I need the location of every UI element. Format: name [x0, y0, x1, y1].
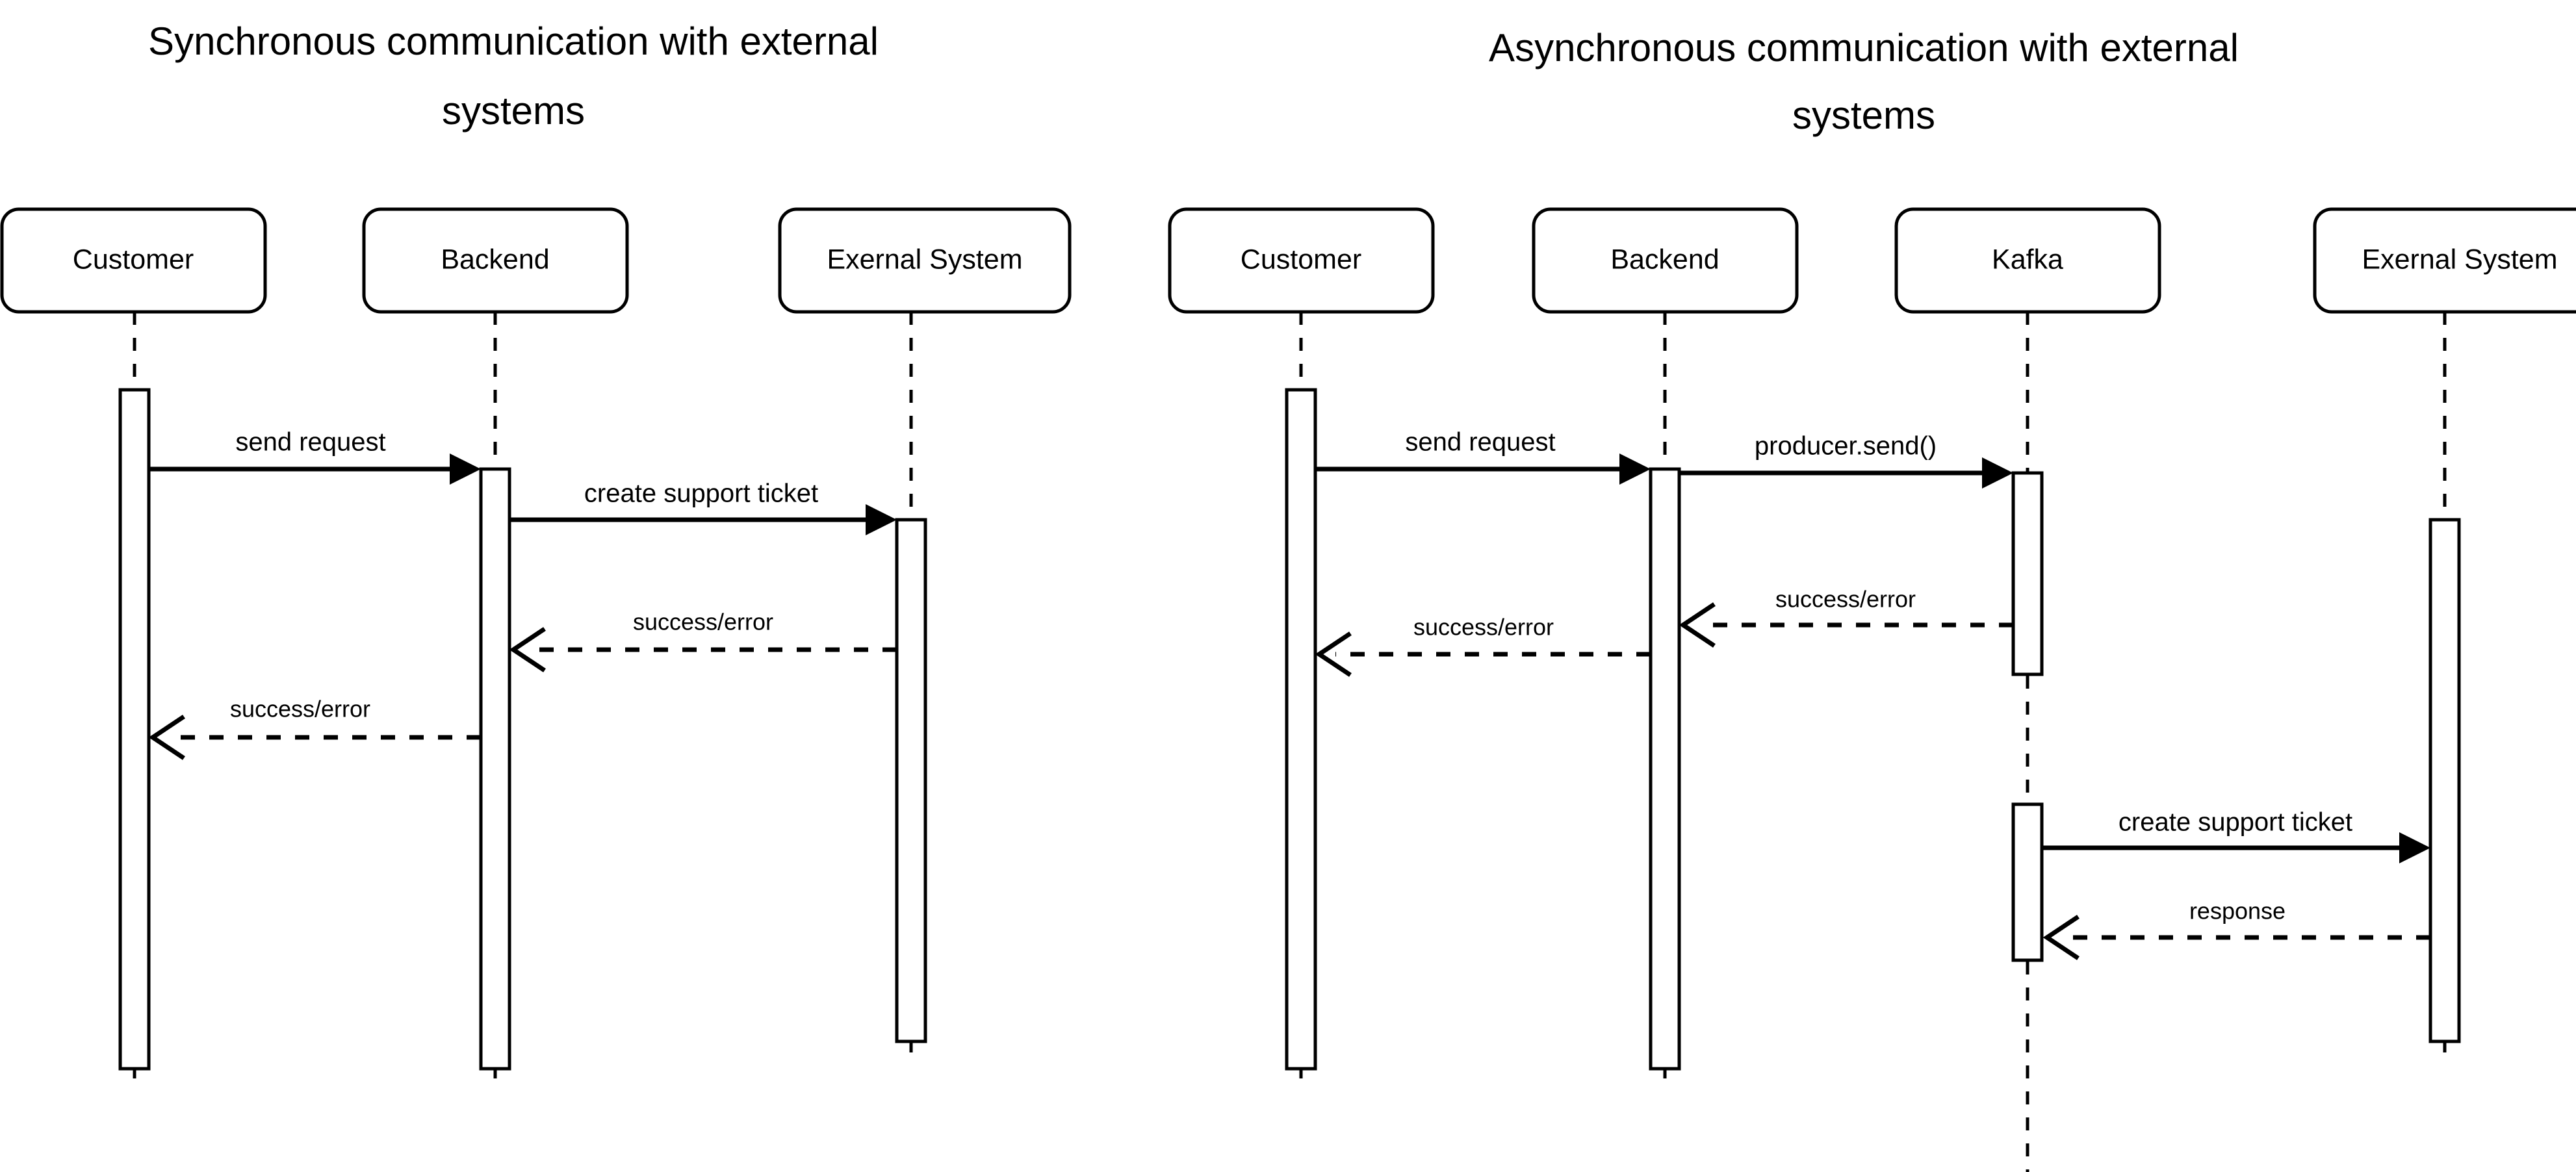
sync-participant-backend-label: Backend: [441, 244, 549, 275]
async-message-send-request-label: send request: [1405, 428, 1555, 457]
async-title-line2: systems: [1792, 94, 1935, 137]
sync-message-success-error-external: success/error: [509, 609, 897, 672]
sync-message-send-request-label: send request: [235, 428, 385, 457]
sync-participant-external-system[interactable]: Exernal System: [778, 207, 1072, 314]
sync-title-line1: Synchronous communication with external: [148, 19, 879, 63]
async-message-success-error-backend-arrowhead: [1315, 631, 1352, 677]
sync-message-success-error-backend: success/error: [148, 696, 481, 760]
async-message-producer-send: producer.send(): [1679, 432, 2013, 489]
async-message-response: response: [2042, 898, 2430, 960]
async-message-success-error-backend-label: success/error: [1413, 614, 1554, 641]
async-participant-customer-box[interactable]: [1168, 207, 1435, 314]
sync-message-create-support-ticket-label: create support ticket: [584, 479, 818, 508]
sync-message-create-support-ticket-arrowhead: [866, 504, 897, 535]
async-participant-backend[interactable]: Backend: [1532, 207, 1799, 314]
async-activation-external-system: [2428, 518, 2461, 1043]
async-title-line1: Asynchronous communication with external: [1489, 26, 2239, 70]
async-message-create-support-ticket: create support ticket: [2042, 808, 2430, 863]
sync-participant-external-system-label: Exernal System: [827, 244, 1022, 275]
async-message-send-request-arrowhead: [1619, 453, 1651, 485]
async-message-send-request: send request: [1315, 428, 1651, 485]
sync-participant-external-system-box[interactable]: [778, 207, 1072, 314]
sync-activation-backend: [479, 467, 511, 1071]
sync-message-success-error-external-label: success/error: [633, 609, 773, 635]
sync-message-send-request-arrowhead: [450, 453, 481, 485]
async-activation-kafka-consume: [2011, 802, 2044, 962]
sync-activation-external-system: [895, 518, 927, 1043]
diagram-asynchronous: Asynchronous communication with external…: [1168, 26, 2576, 1172]
async-message-success-error-kafka-label: success/error: [1775, 586, 1916, 613]
async-participant-backend-box[interactable]: [1532, 207, 1799, 314]
async-message-success-error-kafka: success/error: [1679, 586, 2013, 648]
async-message-response-arrowhead: [2042, 915, 2080, 960]
async-participant-backend-label: Backend: [1610, 244, 1719, 275]
async-message-producer-send-label: producer.send(): [1755, 432, 1937, 461]
async-participant-customer[interactable]: Customer: [1168, 207, 1435, 314]
sync-title-line2: systems: [442, 89, 585, 133]
async-message-create-support-ticket-label: create support ticket: [2119, 808, 2352, 837]
async-participant-customer-label: Customer: [1241, 244, 1361, 275]
async-participant-external-system-label: Exernal System: [2362, 244, 2557, 275]
async-message-success-error-kafka-arrowhead: [1679, 602, 1716, 648]
sync-activation-customer: [118, 388, 151, 1071]
sync-message-send-request: send request: [149, 428, 481, 485]
sync-message-success-error-backend-label: success/error: [230, 696, 370, 722]
sync-participant-backend-box[interactable]: [362, 207, 629, 314]
sync-message-success-error-backend-arrowhead: [148, 715, 185, 760]
async-participant-kafka-box[interactable]: [1894, 207, 2161, 314]
async-activation-backend: [1649, 467, 1681, 1071]
async-participant-kafka-label: Kafka: [1992, 244, 2063, 275]
sync-participant-customer-box[interactable]: [0, 207, 267, 314]
diagram-synchronous: Synchronous communication with external …: [0, 19, 1072, 1078]
sync-participant-backend[interactable]: Backend: [362, 207, 629, 314]
async-message-response-label: response: [2189, 898, 2286, 924]
async-participant-external-system-box[interactable]: [2313, 207, 2576, 314]
sync-participant-customer-label: Customer: [73, 244, 194, 275]
async-participant-kafka[interactable]: Kafka: [1894, 207, 2161, 314]
async-activation-kafka-produce: [2011, 471, 2044, 676]
async-participant-external-system[interactable]: Exernal System: [2313, 207, 2576, 314]
async-message-producer-send-arrowhead: [1982, 457, 2013, 489]
async-message-success-error-backend: success/error: [1315, 614, 1651, 677]
async-message-create-support-ticket-arrowhead: [2399, 832, 2430, 863]
async-activation-customer: [1285, 388, 1317, 1071]
sync-participant-customer[interactable]: Customer: [0, 207, 267, 314]
sync-message-success-error-external-arrowhead: [509, 627, 546, 672]
sync-message-create-support-ticket: create support ticket: [509, 479, 897, 535]
